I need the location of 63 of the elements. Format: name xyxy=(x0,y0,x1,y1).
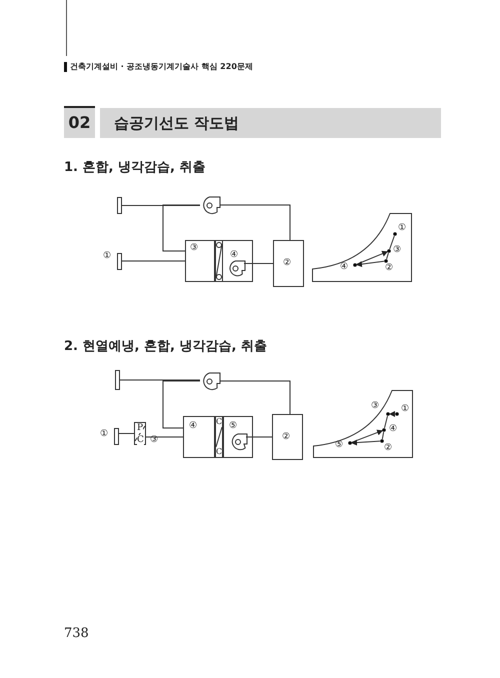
node-label: ② xyxy=(282,432,290,442)
process-line xyxy=(356,260,385,268)
number-label: ① xyxy=(103,251,111,261)
louver-box xyxy=(117,197,122,214)
duct-line xyxy=(118,433,134,434)
number-label: ① xyxy=(398,223,406,233)
duct-line xyxy=(220,204,290,240)
room-box xyxy=(272,414,303,460)
psychrometric-chart xyxy=(313,390,413,458)
number-label: ④ xyxy=(340,262,348,272)
process-line xyxy=(389,411,396,417)
page-number: 738 xyxy=(64,626,89,641)
mixing-box xyxy=(183,416,215,458)
coil-box xyxy=(215,240,223,282)
fan-symbol xyxy=(227,260,245,277)
psychrometric-chart xyxy=(312,213,412,282)
node-label: C xyxy=(137,435,144,445)
process-line xyxy=(356,250,388,265)
duct-line xyxy=(162,204,200,252)
number-label: ② xyxy=(385,263,393,273)
running-header: 건축기계설비 · 공조냉동기계기술사 핵심 220문제 xyxy=(64,62,253,72)
fan-symbol xyxy=(229,433,247,451)
louver-box xyxy=(115,370,120,390)
node-label: ④ xyxy=(189,421,197,431)
number-label: ⑤ xyxy=(335,440,343,450)
fan-section-box xyxy=(223,416,253,458)
subsection-heading: 1. 혼합, 냉각감습, 취출 xyxy=(64,159,206,176)
node-label: C xyxy=(216,417,222,427)
number-label: ③ xyxy=(393,245,401,255)
duct-line xyxy=(122,260,186,262)
process-line xyxy=(382,431,384,440)
title: 습공기선도 작도법 xyxy=(114,114,240,133)
number-label: ① xyxy=(100,429,108,439)
coil-box xyxy=(215,416,223,458)
process-line xyxy=(389,235,395,250)
subsection-heading: 2. 현열예냉, 혼합, 냉각감습, 취출 xyxy=(64,338,267,355)
number-label: ① xyxy=(401,404,409,414)
number-label: ④ xyxy=(389,424,397,434)
duct-line xyxy=(122,205,200,206)
duct-line xyxy=(246,436,272,438)
process-line xyxy=(351,440,380,446)
node-label: ④ xyxy=(230,250,238,260)
mixing-box xyxy=(185,240,215,282)
section-number: 02 xyxy=(64,106,95,138)
node-label: ⑤ xyxy=(229,421,237,431)
number-label: ③ xyxy=(150,435,158,445)
fan-symbol xyxy=(200,372,220,391)
process-line xyxy=(351,430,384,443)
process-line xyxy=(384,415,388,429)
duct-line xyxy=(162,380,200,428)
duct-line xyxy=(220,380,290,414)
fan-section-box xyxy=(222,240,253,282)
node-label: P xyxy=(137,423,144,433)
room-box xyxy=(273,240,304,287)
fan-symbol xyxy=(200,196,220,215)
duct-line xyxy=(244,263,274,264)
duct-line xyxy=(146,436,184,438)
number-label: ③ xyxy=(371,401,379,411)
node-label: C xyxy=(216,447,222,457)
node-label: ② xyxy=(283,258,291,268)
number-label: ② xyxy=(384,443,392,453)
node-label: ③ xyxy=(190,243,198,253)
process-line xyxy=(386,252,389,260)
